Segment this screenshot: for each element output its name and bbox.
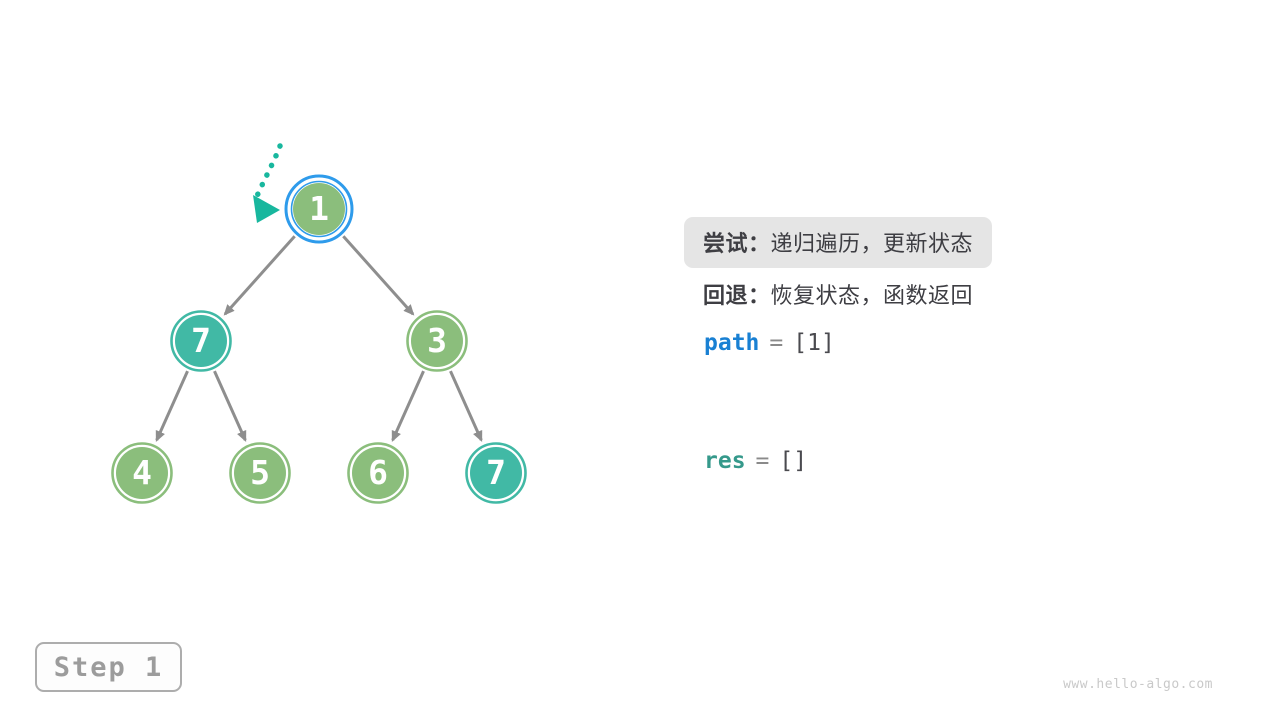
tree-edge bbox=[391, 370, 425, 442]
try-label: 尝试： bbox=[703, 231, 771, 256]
backtrack-text: 恢复状态，函数返回 bbox=[770, 283, 974, 308]
path-equals-sign: = bbox=[769, 330, 784, 356]
tree-node-value: 4 bbox=[132, 453, 152, 492]
tree-node-value: 7 bbox=[486, 453, 506, 492]
tree-node-value: 1 bbox=[309, 189, 329, 228]
backtrack-label: 回退： bbox=[703, 283, 771, 308]
current-node-pointer-arrow bbox=[253, 143, 283, 223]
binary-tree-diagram: 1 7 3 4 5 6 7 bbox=[111, 143, 527, 504]
tree-edge bbox=[213, 370, 247, 442]
tree-node-value: 3 bbox=[427, 321, 447, 360]
res-value: [] bbox=[779, 448, 808, 474]
tree-node-7: 7 bbox=[170, 310, 232, 372]
path-value: [1] bbox=[793, 330, 835, 356]
tree-node-value: 5 bbox=[250, 453, 270, 492]
tree-edge bbox=[223, 235, 296, 316]
step-badge-label: Step 1 bbox=[53, 651, 164, 683]
tree-node-7: 7 bbox=[465, 442, 527, 504]
try-text: 递归遍历，更新状态 bbox=[770, 231, 974, 256]
step-badge: Step 1 bbox=[35, 642, 182, 692]
tree-edge bbox=[155, 370, 189, 442]
tree-edge bbox=[449, 370, 483, 442]
try-description: 尝试：递归遍历，更新状态 bbox=[684, 217, 993, 268]
pointer-arrowhead-icon bbox=[253, 195, 280, 223]
res-equals-sign: = bbox=[755, 448, 770, 474]
tree-node-value: 6 bbox=[368, 453, 388, 492]
tree-node-4: 4 bbox=[111, 442, 173, 504]
path-variable-line: path = [1] bbox=[704, 330, 835, 356]
tree-nodes: 1 7 3 4 5 6 7 bbox=[111, 174, 527, 504]
tree-edges bbox=[155, 235, 483, 442]
tree-edge bbox=[342, 235, 415, 316]
res-variable-line: res = [] bbox=[704, 448, 807, 474]
tree-node-value: 7 bbox=[191, 321, 211, 360]
path-variable-name: path bbox=[704, 330, 760, 356]
tree-node-6: 6 bbox=[347, 442, 409, 504]
tree-node-1-selected: 1 bbox=[284, 174, 354, 244]
backtrack-description: 回退：恢复状态，函数返回 bbox=[703, 278, 973, 310]
tree-node-5: 5 bbox=[229, 442, 291, 504]
res-variable-name: res bbox=[704, 448, 746, 474]
watermark: www.hello-algo.com bbox=[1063, 677, 1213, 692]
tree-node-3: 3 bbox=[406, 310, 468, 372]
